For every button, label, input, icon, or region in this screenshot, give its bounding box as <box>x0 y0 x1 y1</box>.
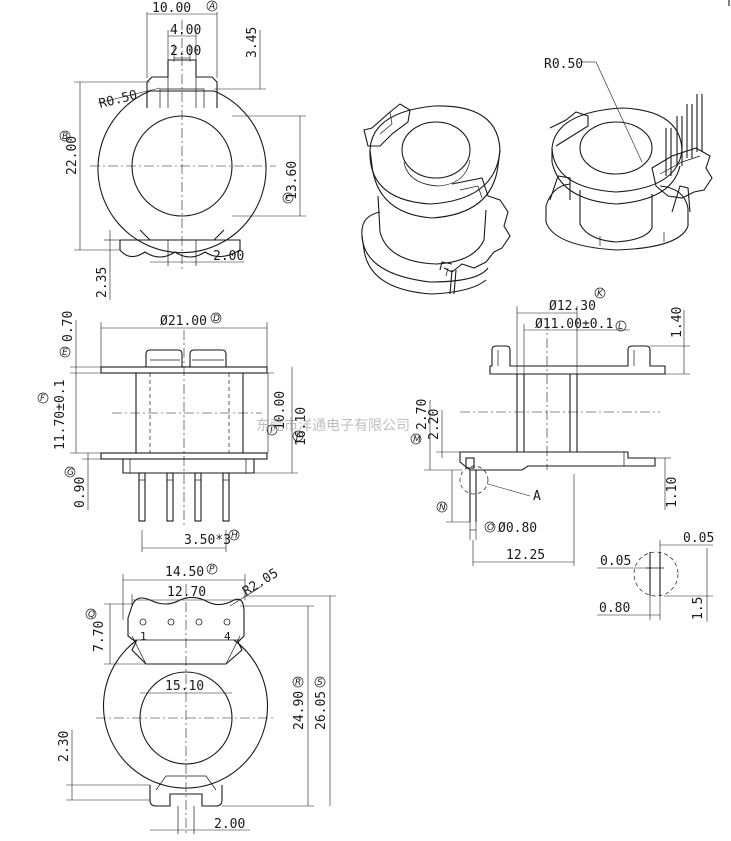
dim-dia-0-80: Ø0.80 <box>498 521 537 536</box>
isometric-view-left <box>361 103 511 295</box>
dim-14-50: 14.50 <box>165 565 204 580</box>
bottom-view-outline <box>102 639 269 789</box>
dim-3-50x3: 3.50*3 <box>184 533 231 548</box>
dim-12-25: 12.25 <box>506 548 545 563</box>
tag-h: H <box>231 531 238 541</box>
top-view-outline <box>97 90 267 254</box>
dim-r0-50-top: R0.50 <box>97 88 139 112</box>
tag-o: O <box>487 523 494 533</box>
dim-0-05-top: 0.05 <box>683 531 714 546</box>
dim-15-10: 15.10 <box>165 679 204 694</box>
tag-g: G <box>67 468 74 478</box>
tag-n: N <box>439 503 446 513</box>
tag-j: J <box>294 432 299 442</box>
dim-10-00-front: 10.00 <box>273 391 288 430</box>
dim-dia-11-00: Ø11.00±0.1 <box>535 317 613 332</box>
dim-dia-12-30: Ø12.30 <box>549 299 596 314</box>
pin-label-1: 1 <box>140 630 147 643</box>
watermark: 东莞市洋通电子有限公司 <box>256 417 410 434</box>
dim-1-5: 1.5 <box>691 597 706 620</box>
detail-a-circle <box>459 465 489 495</box>
tag-p: P <box>209 565 215 575</box>
tag-m: M <box>413 435 421 445</box>
dim-1-40: 1.40 <box>670 307 685 338</box>
dim-16-10: 16.10 <box>294 407 309 446</box>
dim-7-70: 7.70 <box>92 621 107 652</box>
tag-a: A <box>208 2 215 12</box>
tag-l: L <box>618 322 623 332</box>
top-view: 10.00 A 4.00 2.00 3.45 R0.50 22.00 B 13.… <box>59 0 306 300</box>
pin-hole-3 <box>195 618 203 626</box>
dim-3-45: 3.45 <box>245 27 260 58</box>
dim-2-00-bottom: 2.00 <box>213 249 244 264</box>
tag-q: Q <box>88 610 95 620</box>
detail-a-label: A <box>533 489 541 504</box>
tag-s: S <box>317 678 323 688</box>
dim-2-00-top: 2.00 <box>170 44 201 59</box>
isometric-view-right: R0.50 <box>544 57 713 251</box>
dim-0-05-left: 0.05 <box>600 554 631 569</box>
side-section-view: A Ø12.30 K Ø11.00±0.1 L 1.40 2.70 2.20 M <box>410 287 690 566</box>
dim-26-05: 26.05 <box>314 691 329 730</box>
dim-0-90: 0.90 <box>73 477 88 508</box>
dim-0-80-detail: 0.80 <box>599 601 630 616</box>
tag-k: K <box>597 289 604 299</box>
dim-r2-05: R2.05 <box>240 566 281 599</box>
dim-22-00: 22.00 <box>65 136 80 175</box>
tag-b: B <box>62 132 68 142</box>
tag-r: R <box>295 678 301 688</box>
dim-24-90: 24.90 <box>292 691 307 730</box>
tag-circle <box>206 0 218 12</box>
dim-13-60: 13.60 <box>285 161 300 200</box>
dim-4-00: 4.00 <box>170 23 201 38</box>
detail-a-view: 0.05 0.05 0.80 1.5 <box>597 531 714 622</box>
tag-f: F <box>40 394 46 404</box>
tag-i: I <box>270 426 273 436</box>
pin-label-4: 4 <box>224 630 231 643</box>
dim-r0-50-iso: R0.50 <box>544 57 583 72</box>
dim-10-00: 10.00 <box>152 1 191 16</box>
dim-2-30: 2.30 <box>57 731 72 762</box>
dim-2-35: 2.35 <box>95 267 110 298</box>
tag-d: D <box>213 314 220 324</box>
pin-hole-1 <box>139 618 147 626</box>
dim-2-70: 2.70 <box>415 399 430 430</box>
tag-c: C <box>285 194 292 204</box>
dim-12-70: 12.70 <box>167 585 206 600</box>
bottom-view: 1 4 14.50 P 12.70 R2.05 7.70 Q 15.10 <box>57 563 336 836</box>
tag-e: E <box>62 348 68 358</box>
dim-2-00-bottom-view: 2.00 <box>214 817 245 832</box>
dim-dia-21-00: Ø21.00 <box>160 314 207 329</box>
front-view: Ø21.00 D 0.70 E 11.70±0.1 F 0.90 G 10.00… <box>37 311 309 552</box>
dim-2-20: 2.20 <box>427 409 442 440</box>
dim-11-70: 11.70±0.1 <box>53 380 68 450</box>
pin-hole-2 <box>167 618 175 626</box>
dim-1-10: 1.10 <box>665 477 680 508</box>
dim-0-70: 0.70 <box>61 311 76 342</box>
pin-hole-4 <box>223 618 231 626</box>
